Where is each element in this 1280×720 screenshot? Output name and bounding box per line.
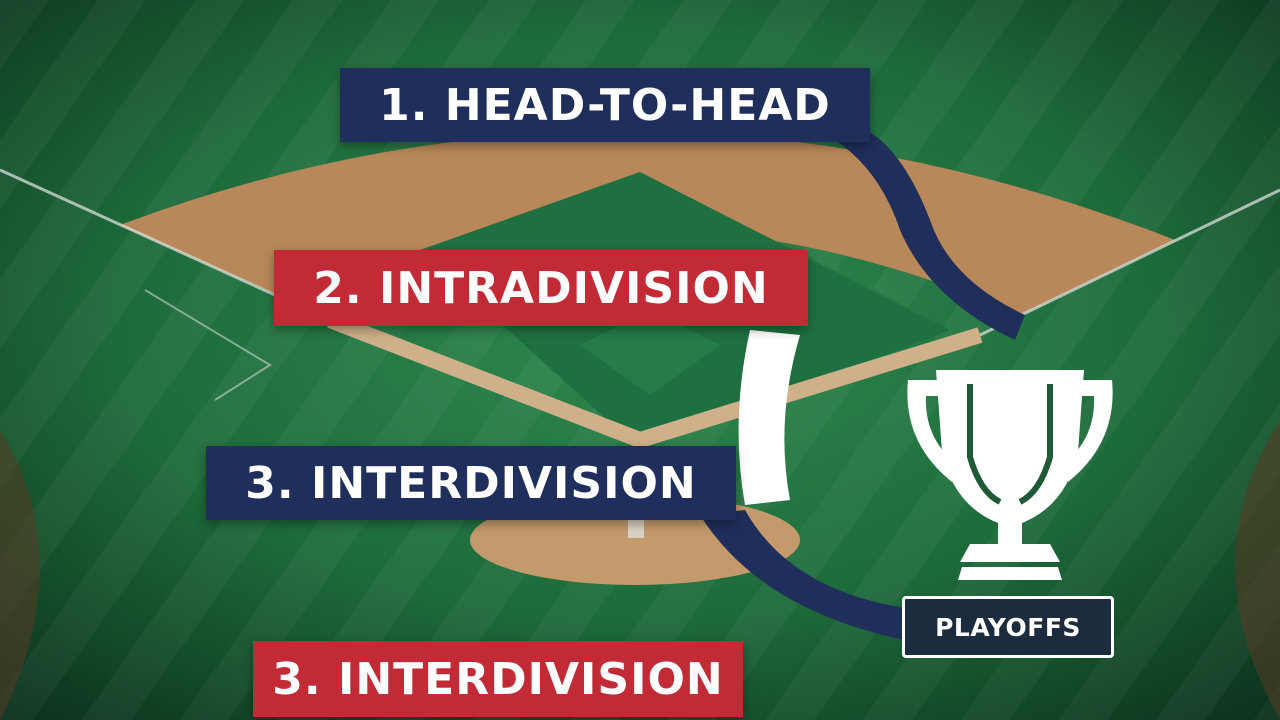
banner-intradivision: 2. INTRADIVISION	[274, 250, 808, 326]
home-plate	[628, 520, 644, 538]
batters-box-left	[144, 289, 272, 401]
banner-interdivision-red: 3. INTERDIVISION	[253, 641, 743, 717]
corner-dirt-right	[1235, 420, 1280, 720]
baselines	[327, 312, 983, 449]
banner-head-to-head: 1. HEAD-TO-HEAD	[340, 68, 870, 142]
banner-interdivision-navy: 3. INTERDIVISION	[206, 446, 736, 520]
trophy-icon	[907, 370, 1113, 580]
foul-line-right	[979, 188, 1280, 337]
corner-dirt-left	[0, 430, 40, 720]
playoffs-label: PLAYOFFS	[902, 596, 1114, 658]
pitchers-area	[580, 310, 720, 395]
